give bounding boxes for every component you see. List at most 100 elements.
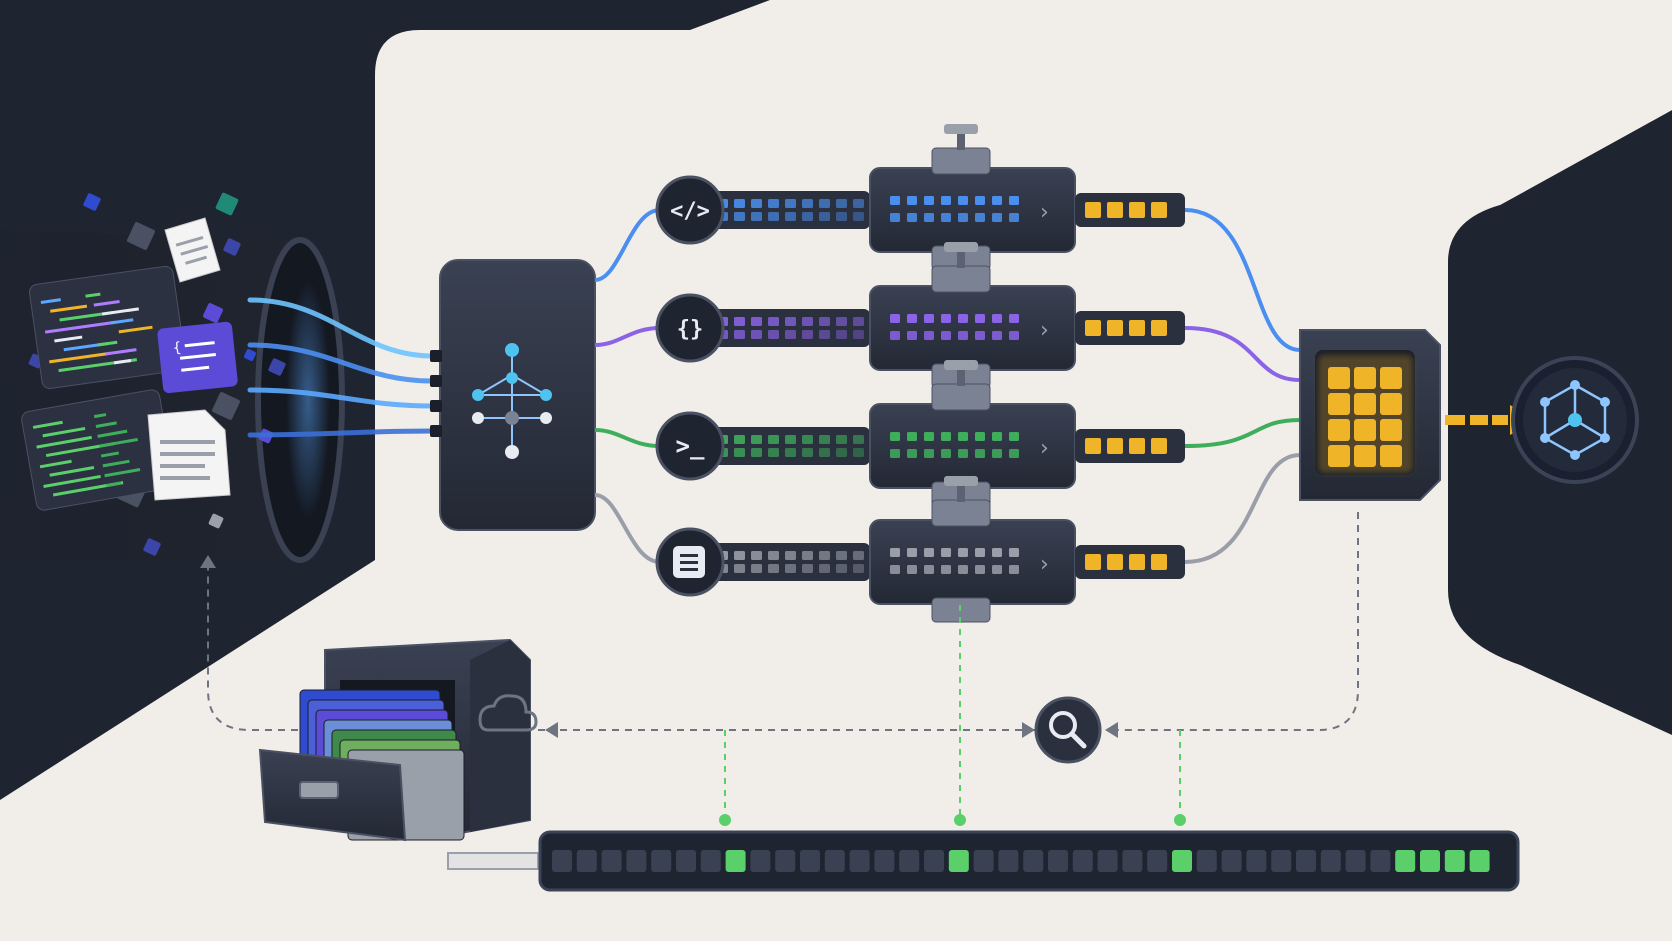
output-token	[1107, 320, 1123, 336]
compressed-cell	[992, 314, 1002, 323]
index-cell	[1444, 850, 1465, 872]
lane-glyph: </>	[670, 199, 710, 224]
token-cell	[785, 564, 796, 573]
token-cell	[768, 212, 779, 221]
index-cell	[552, 850, 572, 872]
token-cell	[768, 448, 779, 457]
chevron-right-icon: ›	[1040, 552, 1049, 577]
code-line	[85, 292, 101, 298]
merged-token	[1380, 419, 1402, 441]
output-token	[1085, 320, 1101, 336]
compressed-cell	[992, 449, 1002, 458]
token-cell	[785, 330, 796, 339]
code-lane: </>›	[594, 124, 1301, 352]
index-cell	[651, 850, 672, 872]
clamp-screw	[957, 248, 965, 268]
token-cell	[751, 551, 762, 560]
compressed-cell	[890, 449, 900, 458]
token-cell	[802, 435, 813, 444]
json-lane: {}›	[594, 242, 1301, 389]
merged-token	[1354, 367, 1376, 389]
curly-braces-icon	[655, 293, 725, 363]
document-shard	[203, 303, 223, 323]
compressed-cell	[958, 548, 968, 557]
code-line	[113, 359, 132, 365]
index-cell	[1345, 850, 1366, 872]
code-line	[32, 420, 63, 429]
compressed-cell	[958, 331, 968, 340]
index-cell	[1420, 850, 1440, 872]
token-cell	[785, 212, 796, 221]
index-cell	[601, 850, 622, 872]
compressed-cell	[941, 213, 951, 222]
index-cell	[1097, 850, 1118, 872]
output-token	[1129, 554, 1145, 570]
index-cell	[948, 850, 969, 872]
index-cell	[775, 850, 796, 872]
compressed-cell	[1009, 432, 1019, 441]
token-cell	[853, 448, 864, 457]
output-token	[1085, 554, 1101, 570]
lane-glyph: {}	[677, 317, 704, 342]
code-line	[45, 442, 115, 458]
intake-cable	[247, 297, 435, 359]
compressed-cell	[992, 432, 1002, 441]
compressed-cell	[975, 213, 985, 222]
index-probe-lines	[724, 605, 1181, 820]
output-token	[1085, 438, 1101, 454]
compressed-cell	[975, 565, 985, 574]
document-shard	[127, 222, 155, 250]
output-token	[1151, 438, 1167, 454]
output-token	[1129, 320, 1145, 336]
compressed-cell	[958, 314, 968, 323]
doc-glyph-line	[680, 554, 698, 557]
merge-connector	[1184, 326, 1301, 382]
compressed-cell	[975, 548, 985, 557]
output-token	[1107, 438, 1123, 454]
code-line	[40, 298, 61, 304]
index-cell	[1122, 850, 1143, 872]
compressed-cell	[924, 213, 934, 222]
code-line	[39, 459, 72, 469]
token-cell	[802, 330, 813, 339]
token-cell	[768, 564, 779, 573]
clamp-knob	[944, 360, 978, 370]
token-cell	[785, 199, 796, 208]
index-cell	[874, 850, 895, 872]
code-line	[52, 481, 124, 497]
index-cell	[626, 850, 647, 872]
intake-cable	[247, 387, 435, 409]
token-cell	[751, 448, 762, 457]
merge-connector	[1184, 418, 1301, 448]
output-token	[1129, 438, 1145, 454]
compressed-cell	[975, 449, 985, 458]
text-lane: ›	[594, 453, 1301, 623]
code-line	[105, 348, 137, 356]
token-cell	[734, 330, 745, 339]
doc-glyph-line	[680, 561, 698, 564]
clamp-jaw-top	[931, 499, 991, 527]
compressed-cell	[907, 331, 917, 340]
index-cell	[824, 850, 845, 872]
token-cell	[785, 435, 796, 444]
index-cell	[1395, 850, 1416, 872]
compressed-cell	[958, 196, 968, 205]
router-connector	[594, 208, 661, 282]
code-line	[95, 421, 117, 428]
output-token	[1151, 554, 1167, 570]
output-token	[1129, 202, 1145, 218]
compressed-cell	[890, 565, 900, 574]
token-cell	[853, 199, 864, 208]
compressed-cell	[1009, 314, 1019, 323]
paper-doc-card	[147, 409, 231, 501]
merged-token	[1328, 419, 1350, 441]
compressed-cell	[975, 432, 985, 441]
svg-text:{: {	[172, 340, 182, 357]
token-cell	[853, 564, 864, 573]
compressed-cell	[958, 213, 968, 222]
intake-cable	[247, 342, 435, 384]
compressed-cell	[907, 565, 917, 574]
compressed-cell	[1009, 196, 1019, 205]
merged-token	[1328, 445, 1350, 467]
token-cell	[751, 199, 762, 208]
